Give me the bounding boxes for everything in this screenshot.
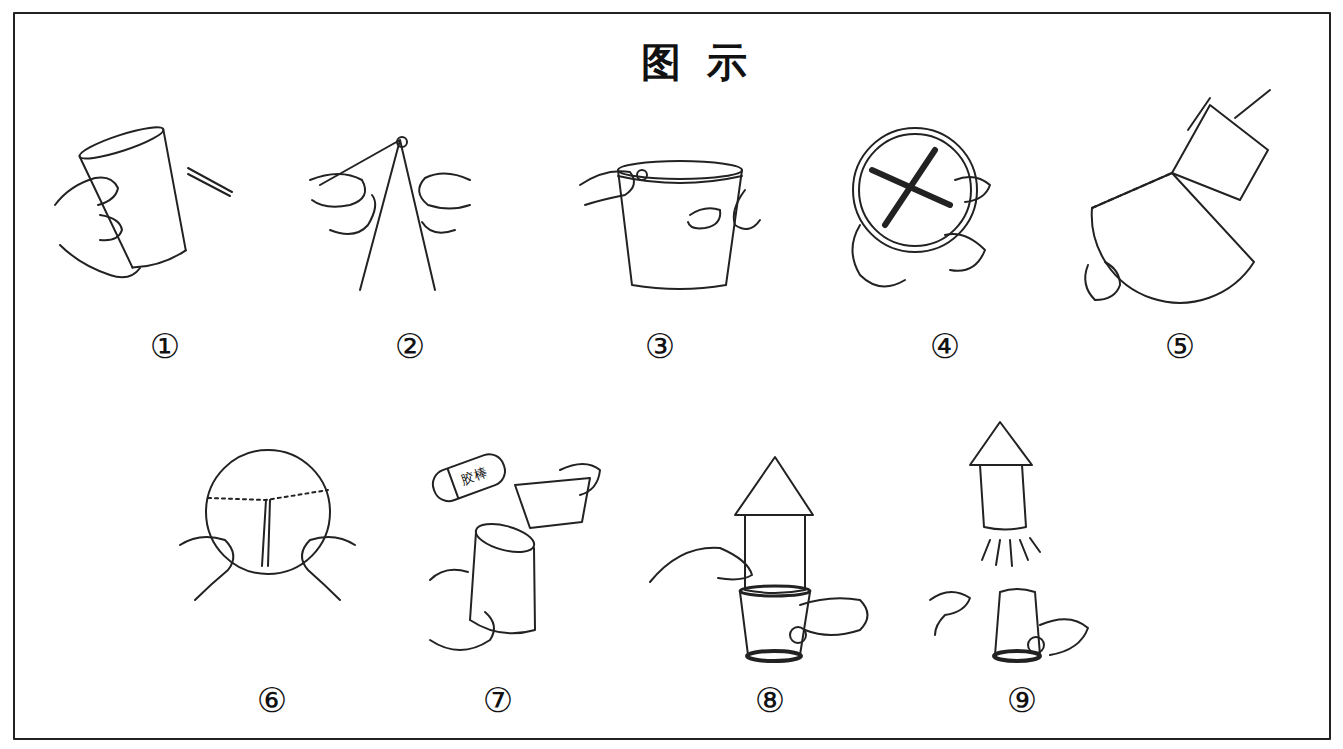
step7-glue-stick	[429, 450, 509, 505]
callout-number: ⑤	[1165, 329, 1195, 363]
callout-number: ③	[645, 329, 675, 363]
callout-number: ⑥	[257, 683, 287, 717]
step9-figure	[930, 422, 1088, 661]
step1-hand	[55, 168, 232, 277]
diagram-title: 图 示	[641, 42, 753, 82]
callout-number: ①	[150, 329, 180, 363]
step1-figure	[77, 122, 202, 277]
glue-stick-label: 胶棒	[460, 465, 489, 486]
callout-number: ②	[395, 329, 425, 363]
callout-number: ⑨	[1007, 683, 1037, 717]
step6-figure	[180, 450, 355, 600]
callout-number: ⑧	[755, 683, 785, 717]
step8-figure	[650, 457, 868, 661]
frame-border	[14, 13, 1330, 739]
step3-figure	[580, 161, 760, 289]
callout-number: ⑦	[483, 683, 513, 717]
step2-figure	[310, 137, 470, 290]
step7-figure	[430, 464, 600, 650]
callout-number: ④	[930, 329, 960, 363]
step4-figure	[853, 128, 991, 286]
step5-figure	[1085, 90, 1270, 303]
